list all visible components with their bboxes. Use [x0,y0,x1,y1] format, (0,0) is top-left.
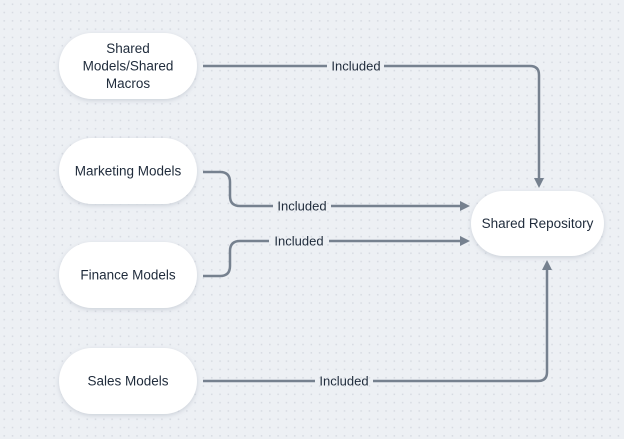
edge-label: Included [319,374,368,389]
node-shape[interactable] [471,191,604,256]
node-shape[interactable] [59,33,197,99]
node-shape[interactable] [59,242,197,308]
edge-label: Included [331,59,380,74]
edge-finance-to-repository: Included [203,234,470,278]
edge-label: Included [277,199,326,214]
node-label: Shared Repository [482,216,594,231]
node-label: Macros [106,76,151,91]
node-label: Models/Shared [83,59,174,74]
edge-label: Included [274,234,323,249]
node-shape[interactable] [59,138,197,204]
edge-sales-to-repository: Included [203,260,552,389]
edge-segment [203,239,269,278]
node-label: Shared [106,41,150,56]
node-sales-models[interactable]: Sales Models [59,348,197,414]
node-label: Marketing Models [75,164,182,179]
edges-layer: Included Included Included Included [203,59,552,389]
node-shared-repository[interactable]: Shared Repository [471,191,604,256]
nodes-layer: Shared Models/Shared Macros Marketing Mo… [59,33,604,414]
edge-shared-models-to-repository: Included [203,59,544,188]
node-marketing-models[interactable]: Marketing Models [59,138,197,204]
node-shape[interactable] [59,348,197,414]
edge-segment [384,64,544,188]
node-label: Sales Models [87,374,168,389]
node-shared-models-shared-macros[interactable]: Shared Models/Shared Macros [59,33,197,99]
node-label: Finance Models [80,268,176,283]
node-finance-models[interactable]: Finance Models [59,242,197,308]
edge-segment [203,170,273,208]
edge-segment [373,260,552,383]
edge-marketing-to-repository: Included [203,170,470,214]
